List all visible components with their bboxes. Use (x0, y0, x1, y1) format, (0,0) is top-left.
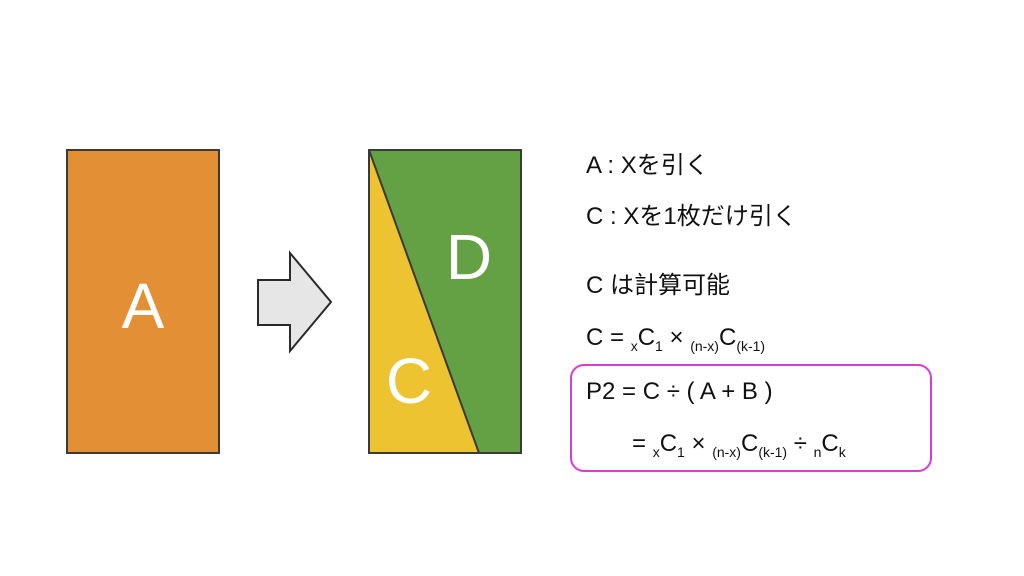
formula-c-sub-1: x (630, 338, 638, 354)
p2-times: × (684, 430, 713, 457)
formula-c-sub-3: (n-x) (690, 338, 719, 354)
rect-a (66, 149, 220, 454)
p2-term-2: C (740, 430, 759, 457)
formula-c: C = xC1 × (n-x)C(k-1) (586, 324, 765, 354)
p2-eq: = (632, 430, 653, 457)
p2-term-3: C (821, 430, 839, 457)
split-rect-outline (368, 149, 522, 454)
rect-a-label: A (122, 270, 165, 342)
note-line-3: C は計算可能 (586, 272, 730, 299)
note-line-1: A : Xを引く (586, 152, 709, 179)
formula-c-term-2: C (718, 324, 737, 351)
p2-line-1: P2 = C ÷ ( A + B ) (586, 378, 773, 405)
region-d-label: D (446, 221, 492, 293)
p2-sub-3: (n-x) (712, 444, 741, 460)
formula-c-sub-4: (k-1) (736, 338, 766, 354)
p2-term-1: C (659, 430, 678, 457)
region-d (369, 150, 521, 453)
p2-sub-6: k (838, 444, 846, 460)
formula-c-lhs: C = (586, 324, 631, 351)
p2-sub-1: x (652, 444, 660, 460)
p2-sub-2: 1 (677, 444, 685, 460)
p2-formula-box (570, 364, 932, 472)
p2-sub-5: n (813, 444, 822, 460)
p2-line-2: = xC1 × (n-x)C(k-1) ÷ nCk (632, 430, 846, 460)
p2-sub-4: (k-1) (758, 444, 788, 460)
region-c-label: C (386, 345, 432, 417)
note-line-2: C : Xを1枚だけ引く (586, 203, 797, 230)
arrow-right-icon (257, 250, 333, 354)
formula-c-times: × (662, 324, 691, 351)
formula-c-sub-2: 1 (655, 338, 663, 354)
diagonal-divider (368, 149, 480, 454)
p2-divide: ÷ (787, 430, 814, 457)
formula-c-term-1: C (637, 324, 656, 351)
